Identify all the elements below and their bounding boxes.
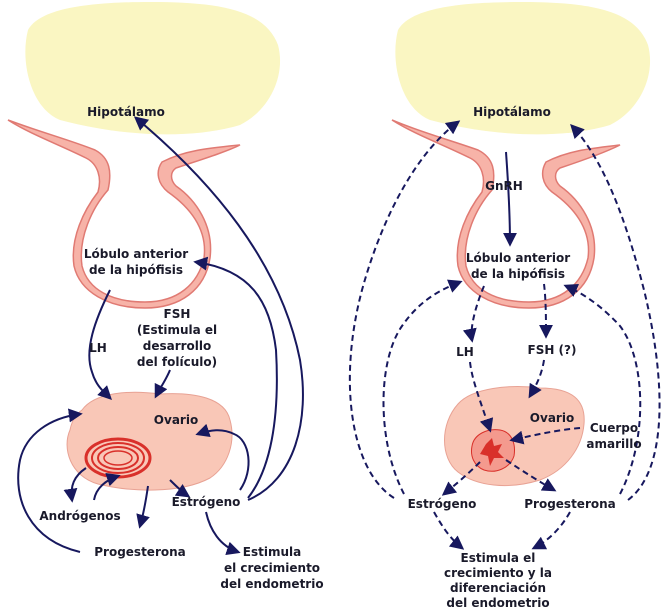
left-fsh-label-line1: FSH [164, 307, 191, 321]
left-androgens-label: Andrógenos [39, 509, 120, 523]
r-estrogen-to-pituitary-arrow [384, 282, 461, 494]
left-endometrium-label-line1: Estimula [243, 545, 301, 559]
left-estrogen-label: Estrógeno [172, 495, 241, 509]
right-estrogen-label: Estrógeno [408, 497, 477, 511]
right-hypothalamus-label: Hipotálamo [473, 105, 551, 119]
left-lh-label: LH [89, 341, 107, 355]
right-fsh-label: FSH (?) [528, 343, 577, 357]
right-pituitary-label-line2: de la hipófisis [471, 267, 565, 281]
left-pituitary-label-line2: de la hipófisis [89, 263, 183, 277]
left-panel: Hipotálamo Lóbulo anterior de la hipófis… [8, 2, 324, 591]
right-lh-label: LH [456, 345, 474, 359]
r-progesterone-to-pituitary-arrow [566, 286, 640, 494]
right-ovary [445, 387, 585, 486]
right-panel: Hipotálamo GnRH Lóbulo anterior de la hi… [350, 2, 660, 610]
right-gnrh-label: GnRH [485, 179, 523, 193]
left-fsh-label-line4: del folículo) [137, 355, 217, 369]
left-pituitary-gland [8, 120, 240, 308]
left-endometrium-label-line3: del endometrio [220, 577, 323, 591]
fsh-arrow [156, 370, 170, 396]
right-corpus-label-line1: Cuerpo [590, 421, 638, 435]
left-ovary-label: Ovario [154, 413, 198, 427]
right-endometrium-label-line2: crecimiento y la [444, 566, 552, 580]
left-progesterone-label: Progesterona [94, 545, 186, 559]
estrogen-to-endometrium-arrow [206, 512, 238, 552]
r-estrogen-to-endometrium-arrow [434, 512, 462, 548]
right-ovary-label: Ovario [530, 411, 574, 425]
right-endometrium-label-line3: diferenciación [450, 581, 546, 595]
left-labels: Hipotálamo Lóbulo anterior de la hipófis… [39, 105, 323, 591]
right-endometrium-label-line1: Estimula el [461, 551, 536, 565]
left-ovary [67, 392, 232, 490]
right-endometrium-label-line4: del endometrio [446, 596, 549, 610]
right-pituitary-label-line1: Lóbulo anterior [466, 251, 570, 265]
left-fsh-label-line2: (Estimula el [137, 323, 217, 337]
left-hypothalamus-label: Hipotálamo [87, 105, 165, 119]
right-corpus-label-line2: amarillo [586, 437, 641, 451]
left-pituitary-label-line1: Lóbulo anterior [84, 247, 188, 261]
left-endometrium-label-line2: el crecimiento [224, 561, 320, 575]
r-progesterone-to-endometrium-arrow [534, 512, 570, 548]
ovary-to-progesterone-arrow [140, 486, 148, 526]
left-fsh-label-line3: desarrollo [143, 339, 212, 353]
r-fsh-arrow [544, 284, 546, 336]
gnrh-arrow [506, 152, 510, 244]
right-progesterone-label: Progesterona [524, 497, 616, 511]
r-estrogen-to-hypothalamus-arrow [350, 122, 458, 498]
